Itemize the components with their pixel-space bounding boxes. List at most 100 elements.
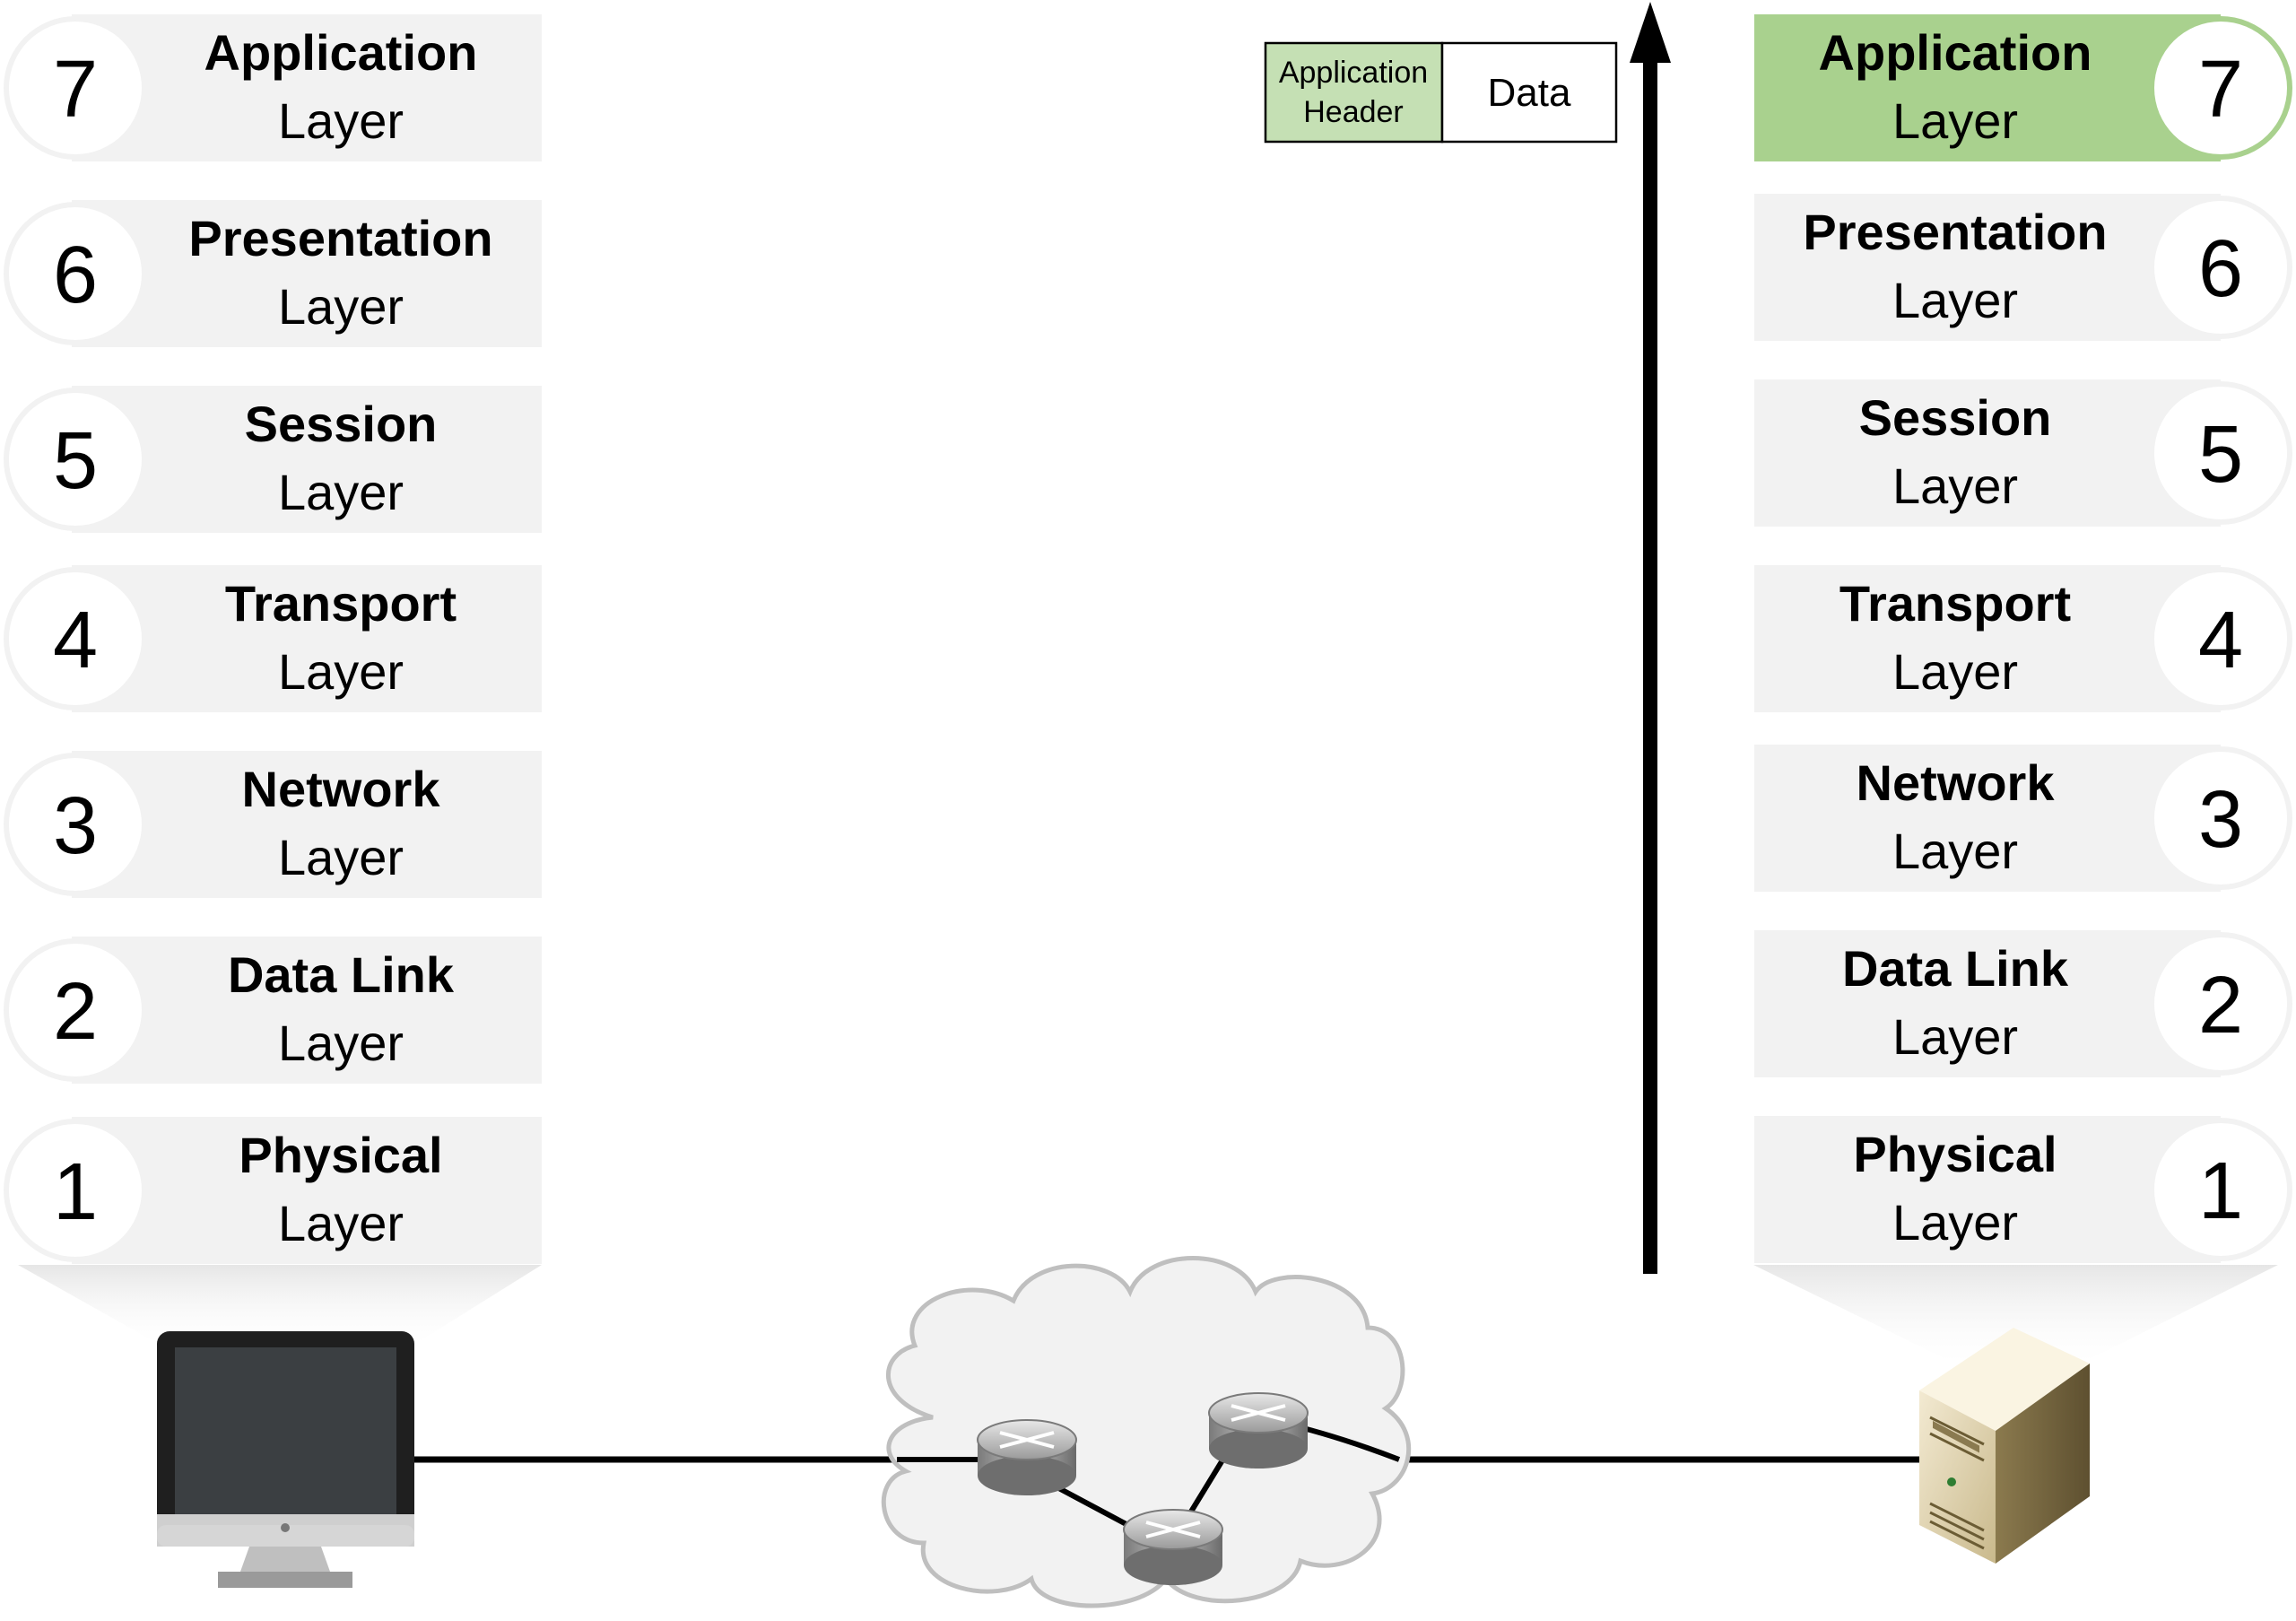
up-arrow-icon [1630,2,1671,1274]
layer-band [72,751,542,898]
layer-name: Application [204,24,478,81]
layer-number: 5 [2198,410,2243,500]
layer-number-circle [9,22,142,154]
router-icon [1123,1509,1223,1585]
right-osi-stack: 7ApplicationLayer6PresentationLayer5Sess… [1754,14,2292,1263]
layer-name: Network [242,761,441,817]
layer-number-circle [9,207,142,340]
layer-number-circle [9,1124,142,1257]
layer-number: 5 [53,416,98,506]
layer-name: Data Link [1842,940,2069,997]
layer-suffix: Layer [1892,1194,2018,1251]
packet-header-line1: Application [1279,56,1428,90]
layer-number: 3 [2198,775,2243,865]
layer-name: Data Link [228,946,455,1003]
layer-suffix: Layer [1892,823,2018,879]
layer-number-circle [2154,937,2287,1070]
layer-number: 7 [53,45,98,135]
layer-suffix: Layer [1892,458,2018,514]
layer-number: 4 [2198,596,2243,685]
router-icon [1208,1392,1309,1468]
layer-band [1754,379,2221,527]
desktop-computer-icon [157,1331,414,1588]
layer-suffix: Layer [1892,643,2018,700]
layer-suffix: Layer [1892,92,2018,149]
layer-name: Transport [225,575,457,632]
layer-name: Application [1819,24,2092,81]
layer-suffix: Layer [278,278,404,335]
layer-number-circle [2154,1123,2287,1256]
layer-suffix: Layer [278,1015,404,1071]
layer-number: 6 [2198,224,2243,314]
layer-band [72,14,542,161]
layer-name: Presentation [188,210,492,266]
layer-suffix: Layer [1892,272,2018,328]
layer-suffix: Layer [278,92,404,149]
layer-name: Network [1857,754,2056,811]
layer-band [1754,194,2221,341]
server-tower-icon [1919,1328,2090,1564]
layer-number-circle [9,758,142,891]
layer-number-circle [2154,22,2287,154]
layer-number: 1 [53,1147,98,1237]
layer-number: 4 [53,596,98,685]
layer-name: Physical [239,1127,442,1183]
packet-header-line2: Header [1303,95,1404,129]
layer-band [1754,745,2221,892]
layer-band [72,1117,542,1264]
layer-band [72,200,542,347]
layer-number: 6 [53,231,98,320]
layer-number: 2 [2198,961,2243,1050]
packet: Application Header Data [1264,41,1618,144]
layer-band [1754,14,2221,161]
layer-band [1754,1116,2221,1263]
layer-name: Transport [1839,575,2071,632]
layer-number: 1 [2198,1146,2243,1236]
layer-number-circle [9,393,142,526]
layer-suffix: Layer [278,829,404,885]
layer-band [72,937,542,1084]
layer-suffix: Layer [278,1195,404,1251]
layer-number-circle [2154,752,2287,885]
layer-number-circle [9,944,142,1076]
layer-suffix: Layer [278,464,404,520]
packet-data-box [1440,41,1618,144]
left-stack-beam [18,1265,542,1346]
layer-band [72,386,542,533]
layer-name: Physical [1853,1126,2057,1182]
layer-number-circle [2154,201,2287,334]
layer-number-circle [2154,387,2287,519]
layer-band [72,565,542,712]
layer-name: Presentation [1803,204,2107,260]
layer-name: Session [245,396,438,452]
layer-number: 2 [53,967,98,1057]
layer-suffix: Layer [1892,1008,2018,1065]
layer-suffix: Layer [278,643,404,700]
right-stack-beam [1753,1265,2278,1364]
layer-number-circle [9,572,142,705]
layer-number: 3 [53,781,98,871]
layer-name: Session [1859,389,2052,446]
layer-band [1754,930,2221,1077]
layer-number: 7 [2198,45,2243,135]
router-icon [977,1419,1077,1495]
layer-band [1754,565,2221,712]
packet-data-label: Data [1488,71,1571,115]
layer-number-circle [2154,572,2287,705]
